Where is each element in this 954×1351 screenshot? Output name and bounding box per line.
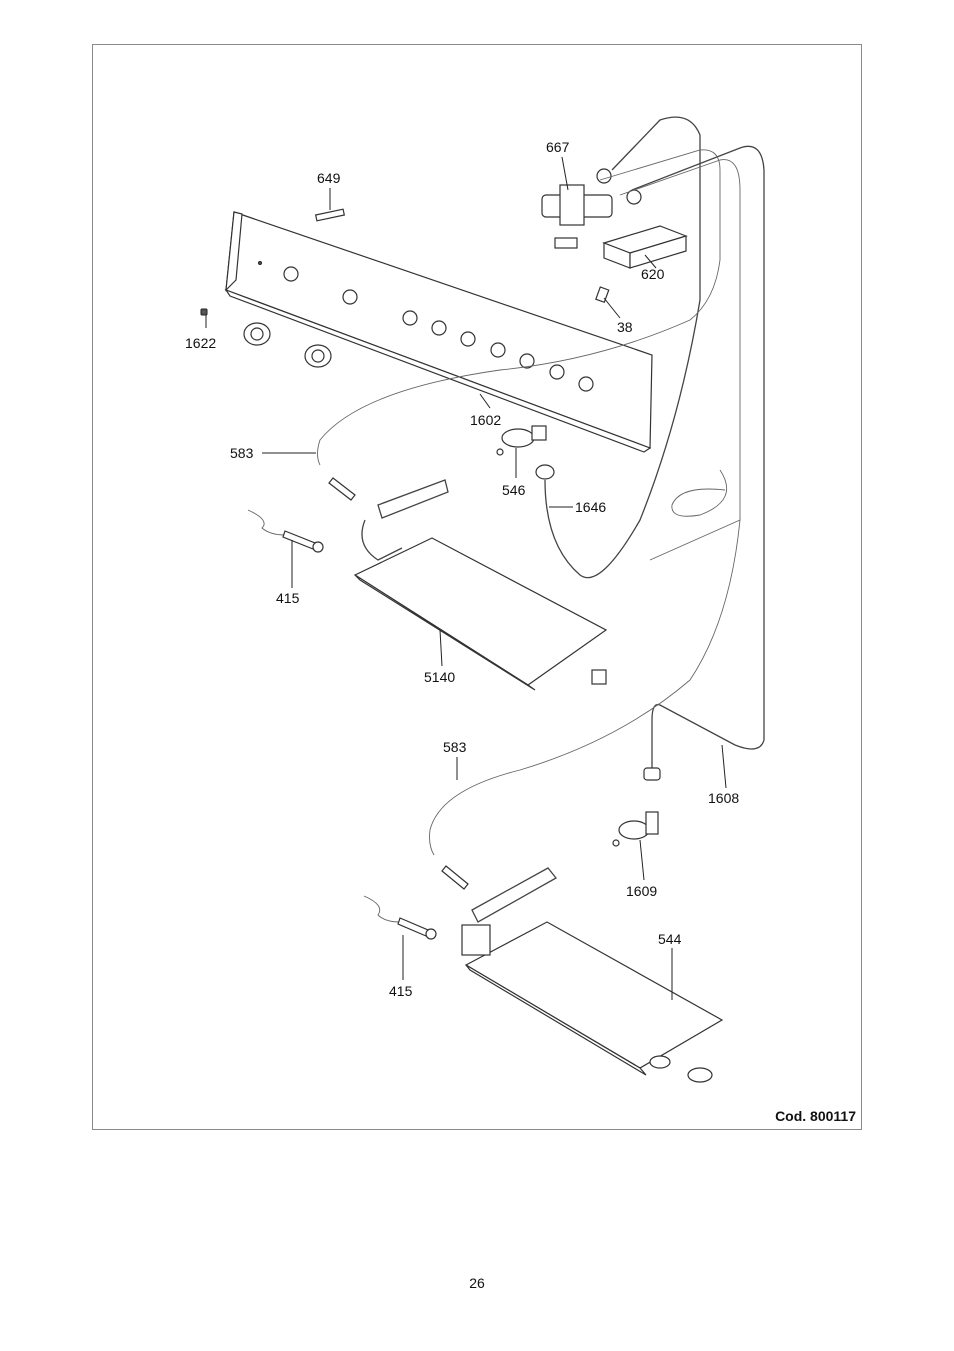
probe-upper	[328, 477, 356, 501]
label-583-lower: 583	[443, 739, 467, 755]
label-1646: 1646	[575, 499, 606, 515]
label-1609: 1609	[626, 883, 657, 899]
knob-parts	[200, 308, 332, 368]
label-546: 546	[502, 482, 526, 498]
label-649: 649	[317, 170, 341, 186]
leader-lines	[205, 156, 727, 1000]
label-5140: 5140	[424, 669, 455, 685]
thermocouple-lower	[363, 895, 437, 940]
label-415-upper: 415	[276, 590, 300, 606]
control-panel	[224, 211, 653, 453]
label-620: 620	[641, 266, 665, 282]
burner-5140	[353, 479, 608, 691]
label-1602: 1602	[470, 412, 501, 428]
label-38: 38	[617, 319, 633, 335]
label-667: 667	[546, 139, 570, 155]
part-649	[314, 208, 346, 222]
label-1608: 1608	[708, 790, 739, 806]
fitting-546	[496, 425, 547, 456]
label-583-upper: 583	[230, 445, 254, 461]
clip-38	[595, 286, 610, 304]
valve-667	[541, 168, 642, 249]
drawing-code: Cod. 800117	[775, 1108, 856, 1124]
page-number: 26	[469, 1275, 485, 1291]
label-415-lower: 415	[389, 983, 413, 999]
nut-1646	[535, 464, 555, 480]
probe-lower	[441, 865, 469, 890]
thermocouple-upper	[247, 509, 324, 553]
box-620	[602, 225, 688, 269]
burner-544	[461, 867, 724, 1083]
diagram-frame	[92, 44, 862, 1130]
part-labels: 667 649 620 38 1622 1602 583 546 1646 41…	[185, 139, 739, 999]
gas-pipes	[317, 116, 765, 856]
label-1622: 1622	[185, 335, 216, 351]
label-544: 544	[658, 931, 682, 947]
fitting-1609	[612, 767, 661, 847]
